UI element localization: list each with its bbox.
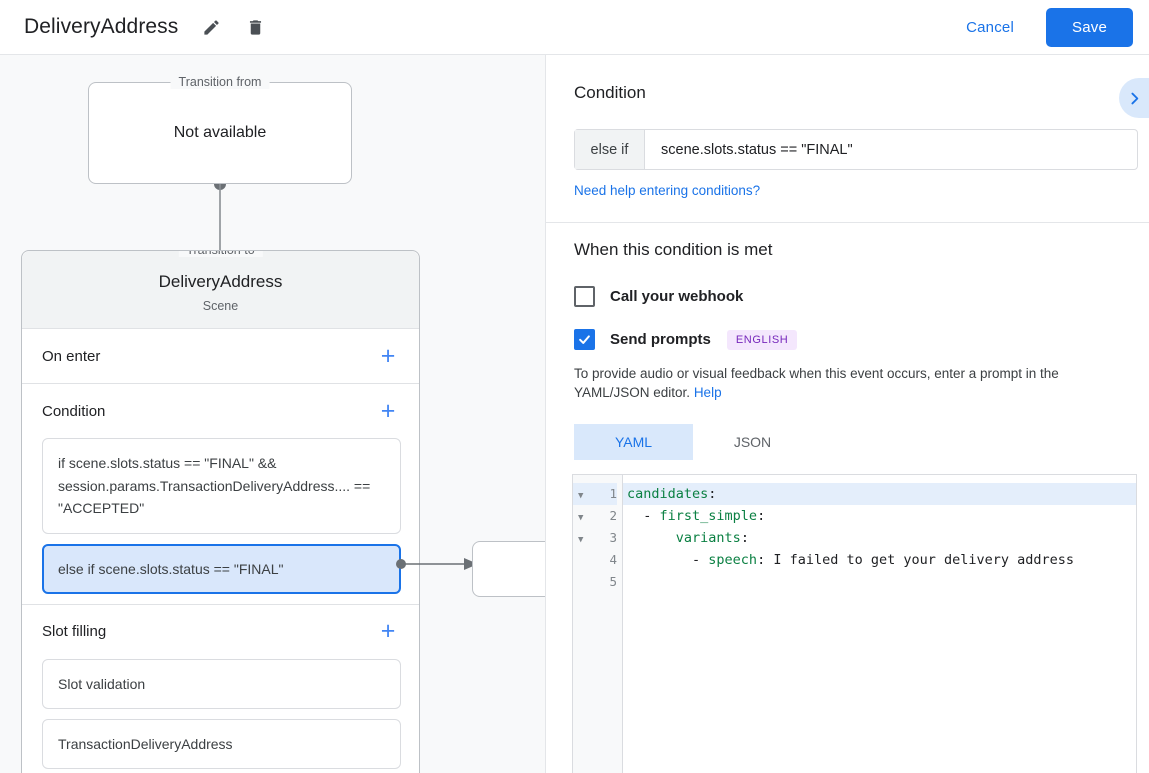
section-on-enter: On enter +	[22, 329, 419, 383]
prompts-description-text: To provide audio or visual feedback when…	[574, 366, 1059, 400]
page-title: DeliveryAddress	[24, 15, 179, 38]
tab-json[interactable]: JSON	[733, 434, 772, 450]
editor-code-line[interactable]: - first_simple:	[627, 508, 766, 524]
divider	[22, 383, 419, 384]
editor-line-number: 2	[609, 508, 617, 523]
editor-fold-toggle	[573, 549, 595, 571]
condition-input-row[interactable]: else if scene.slots.status == "FINAL"	[574, 129, 1138, 170]
slot-filling-item[interactable]: TransactionDeliveryAddress	[42, 718, 401, 769]
chevron-right-icon[interactable]	[1119, 78, 1149, 118]
topbar-actions: Cancel Save	[952, 7, 1149, 47]
transition-to-card: Transition to DeliveryAddress Scene On e…	[21, 250, 420, 773]
transition-to-header: DeliveryAddress Scene	[22, 251, 419, 329]
panel-when-met-section: When this condition is met Call your web…	[546, 200, 1149, 460]
divider	[22, 603, 419, 605]
add-condition-button[interactable]: +	[380, 396, 396, 425]
editor-line-number: 4	[609, 552, 617, 567]
editor-code-line[interactable]	[623, 571, 1136, 593]
editor-code-area[interactable]: candidates: - first_simple: variants: - …	[623, 475, 1136, 773]
editor-line-number: 3	[609, 530, 617, 545]
target-node-stub[interactable]	[472, 541, 545, 597]
send-prompts-checkbox-row[interactable]: Send prompts ENGLISH	[574, 329, 1121, 350]
trash-icon[interactable]	[244, 16, 266, 38]
transition-to-legend: Transition to	[178, 251, 263, 257]
condition-help-link[interactable]: Need help entering conditions?	[574, 183, 761, 198]
tab-yaml[interactable]: YAML	[574, 424, 693, 460]
cancel-button[interactable]: Cancel	[952, 10, 1028, 45]
section-slot-filling: Slot filling +	[22, 605, 419, 659]
editor-line-number: 1	[595, 483, 617, 505]
editor-fold-toggle[interactable]: ▼	[578, 513, 584, 523]
condition-operator[interactable]: else if	[575, 130, 645, 169]
transition-from-box: Transition from Not available	[88, 75, 352, 184]
save-button[interactable]: Save	[1046, 7, 1133, 47]
editor-code-line[interactable]: candidates:	[623, 483, 1136, 505]
flow-connector-horizontal	[400, 558, 478, 570]
pencil-icon[interactable]	[200, 16, 222, 38]
webhook-checkbox-row[interactable]: Call your webhook	[574, 286, 1121, 307]
section-title-on-enter: On enter	[42, 347, 101, 365]
section-condition: Condition +	[22, 384, 419, 438]
editor-format-tabs: YAML JSON	[574, 424, 1121, 460]
top-app-bar: DeliveryAddress Cancel Save	[0, 0, 1149, 55]
send-prompts-label: Send prompts	[610, 331, 711, 348]
prompts-description: To provide audio or visual feedback when…	[574, 364, 1134, 402]
panel-divider	[546, 222, 1149, 223]
yaml-code-editor[interactable]: ▼ ▼ ▼ 1 2 3 4 5 candidates: - first_simple: va…	[572, 474, 1137, 773]
editor-fold-toggle[interactable]: ▼	[578, 535, 584, 545]
editor-fold-gutter[interactable]: ▼ ▼ ▼	[573, 475, 595, 773]
scene-name: DeliveryAddress	[158, 272, 283, 291]
editor-code-line[interactable]: variants:	[675, 530, 749, 546]
transition-from-value: Not available	[173, 124, 267, 141]
condition-item-selected[interactable]: else if scene.slots.status == "FINAL"	[42, 543, 401, 594]
condition-expression-input[interactable]: scene.slots.status == "FINAL"	[661, 141, 853, 158]
call-webhook-checkbox[interactable]	[574, 286, 595, 307]
panel-heading-when-met: When this condition is met	[574, 240, 773, 259]
send-prompts-checkbox[interactable]	[574, 329, 595, 350]
panel-heading-condition: Condition	[574, 83, 646, 102]
call-webhook-label: Call your webhook	[610, 288, 744, 305]
prompts-help-link[interactable]: Help	[693, 385, 722, 400]
flow-canvas[interactable]: Transition from Not available Transition…	[0, 55, 546, 773]
panel-condition-section: Condition else if scene.slots.status == …	[546, 55, 1149, 200]
editor-line-number: 5	[609, 574, 617, 589]
editor-line-numbers: 1 2 3 4 5	[595, 475, 623, 773]
condition-item[interactable]: if scene.slots.status == "FINAL" && sess…	[42, 438, 401, 534]
slot-filling-item[interactable]: Slot validation	[42, 658, 401, 709]
add-slot-filling-button[interactable]: +	[380, 617, 396, 645]
language-badge: ENGLISH	[726, 329, 798, 350]
editor-code-line[interactable]: - speech: I failed to get your delivery …	[627, 552, 1075, 568]
scene-type: Scene	[202, 299, 239, 313]
section-title-condition: Condition	[42, 402, 106, 420]
editor-fold-toggle	[573, 571, 595, 593]
section-title-slot-filling: Slot filling	[42, 623, 107, 640]
transition-from-legend: Transition from	[170, 75, 270, 89]
editor-fold-toggle[interactable]: ▼	[573, 483, 595, 505]
add-on-enter-button[interactable]: +	[380, 341, 396, 370]
